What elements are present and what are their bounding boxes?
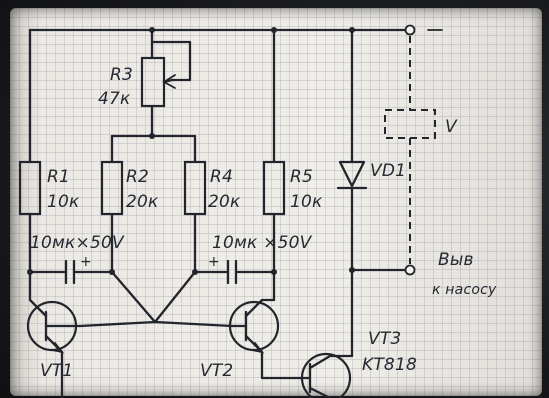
r5-value: 10к [290, 192, 323, 212]
c2-value: 10мк ×50V [212, 233, 313, 253]
c1-plus-sign: + [80, 254, 92, 270]
vt2-label: VT2 [200, 361, 233, 381]
vt1-label: VT1 [40, 361, 73, 381]
wiper-arrow [162, 74, 176, 89]
resistor-r2 [100, 134, 124, 275]
r1-value: 10к [47, 192, 80, 212]
resistor-r1 [18, 28, 42, 274]
supply-terminal [404, 24, 416, 36]
transistor-vt3 [298, 352, 354, 398]
potentiometer-r3 [110, 28, 197, 139]
r3-label: R3 [110, 65, 133, 85]
relay-label: V [445, 117, 458, 137]
transistor-vt1 [26, 270, 82, 398]
pump-load-dashed [384, 36, 436, 264]
transistor-vt2 [228, 298, 302, 380]
capacitor-c2 [193, 259, 276, 285]
r1-label: R1 [47, 167, 70, 187]
r4-label: R4 [210, 167, 233, 187]
r2-label: R2 [126, 167, 149, 187]
capacitor-c1 [27, 259, 114, 285]
vd1-label: VD1 [370, 161, 406, 181]
collector-rail [336, 28, 416, 358]
output-label-line2: к насосу [432, 282, 497, 298]
top-supply-rail [28, 24, 443, 36]
resistor-r4 [183, 134, 207, 275]
r2-value: 20к [126, 192, 159, 212]
r4-value: 20к [208, 192, 241, 212]
r3-value: 47к [98, 89, 131, 109]
graph-paper-sheet [10, 8, 542, 396]
cross-coupling-wires [78, 270, 234, 328]
output-label-line1: Выв [438, 250, 474, 270]
output-terminal [404, 264, 416, 276]
r5-label: R5 [290, 167, 313, 187]
vt3-type: KT818 [362, 355, 417, 375]
vt3-label: VT3 [368, 329, 401, 349]
resistor-r5 [262, 28, 286, 302]
c2-plus-sign: + [208, 254, 220, 270]
c1-value: 10мк×50V [30, 233, 125, 253]
